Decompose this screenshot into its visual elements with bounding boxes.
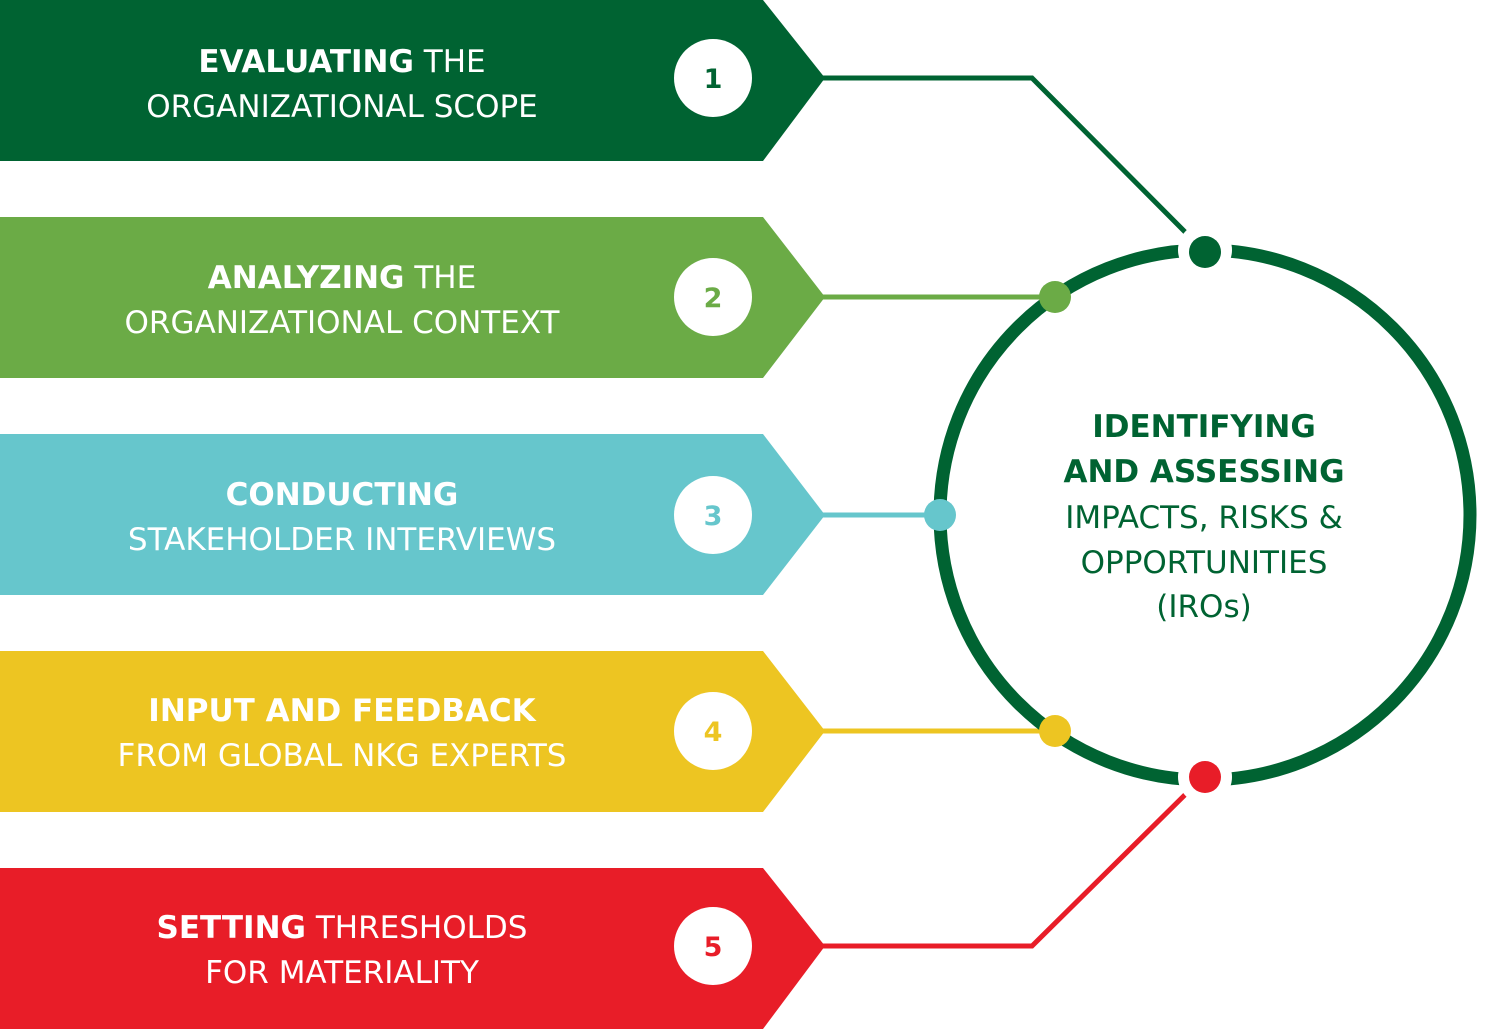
step-4-number-circle	[674, 692, 752, 770]
center-bold-line-1: IDENTIFYING	[1092, 409, 1316, 445]
step-2-arrow	[0, 217, 825, 378]
step-5-number-circle	[674, 907, 752, 985]
step-3-arrow	[0, 434, 825, 595]
connector-dot-4	[1039, 715, 1071, 747]
step-3-subtitle: STAKEHOLDER INTERVIEWS	[128, 522, 556, 558]
step-4-number: 4	[704, 717, 723, 748]
step-3-number: 3	[704, 501, 723, 532]
step-1-arrow	[0, 0, 825, 161]
step-1-subtitle: ORGANIZATIONAL SCOPE	[146, 89, 538, 125]
step-1-number: 1	[704, 64, 723, 95]
connectors	[815, 75, 1205, 949]
center-label: IDENTIFYING AND ASSESSING IMPACTS, RISKS…	[1063, 409, 1344, 625]
center-line-4: OPPORTUNITIES	[1081, 545, 1328, 581]
step-4-title: INPUT AND FEEDBACK	[148, 693, 536, 729]
step-1-number-circle	[674, 39, 752, 117]
step-4-bold: INPUT AND FEEDBACK	[148, 693, 536, 729]
connector-dot-1	[1189, 236, 1221, 268]
step-2-subtitle: ORGANIZATIONAL CONTEXT	[125, 305, 561, 341]
step-1-title: EVALUATING THE	[198, 44, 485, 80]
connector-dot-3	[924, 499, 956, 531]
step-3: 3 CONDUCTING STAKEHOLDER INTERVIEWS	[0, 434, 825, 595]
center-line-5: (IROs)	[1156, 589, 1251, 625]
connector-1	[815, 75, 1205, 252]
step-2-rest: THE	[413, 260, 476, 296]
step-3-number-circle	[674, 476, 752, 554]
step-2-title: ANALYZING THE	[208, 260, 476, 296]
step-4-arrow	[0, 651, 825, 812]
connector-5	[815, 775, 1205, 949]
step-5-number: 5	[704, 932, 723, 963]
step-3-title: CONDUCTING	[226, 477, 459, 513]
step-5-title: SETTING THRESHOLDS	[157, 910, 528, 946]
step-5-rest: THRESHOLDS	[315, 910, 528, 946]
step-4: 4 INPUT AND FEEDBACK FROM GLOBAL NKG EXP…	[0, 651, 825, 812]
step-5-arrow	[0, 868, 825, 1029]
step-2-bold: ANALYZING	[208, 260, 405, 296]
center-bold-line-2: AND ASSESSING	[1063, 454, 1344, 490]
step-2: 2 ANALYZING THE ORGANIZATIONAL CONTEXT	[0, 217, 825, 378]
step-1-rest: THE	[423, 44, 486, 80]
step-1-bold: EVALUATING	[198, 44, 414, 80]
connector-dot-5	[1189, 761, 1221, 793]
step-5-bold: SETTING	[157, 910, 306, 946]
step-2-number: 2	[704, 283, 723, 314]
step-2-number-circle	[674, 258, 752, 336]
step-5: 5 SETTING THRESHOLDS FOR MATERIALITY	[0, 868, 825, 1029]
step-4-subtitle: FROM GLOBAL NKG EXPERTS	[118, 738, 567, 774]
center-line-3: IMPACTS, RISKS &	[1065, 500, 1343, 536]
step-3-bold: CONDUCTING	[226, 477, 459, 513]
connector-dot-2	[1039, 281, 1071, 313]
step-1: 1 EVALUATING THE ORGANIZATIONAL SCOPE	[0, 0, 825, 161]
step-5-subtitle: FOR MATERIALITY	[205, 955, 479, 991]
